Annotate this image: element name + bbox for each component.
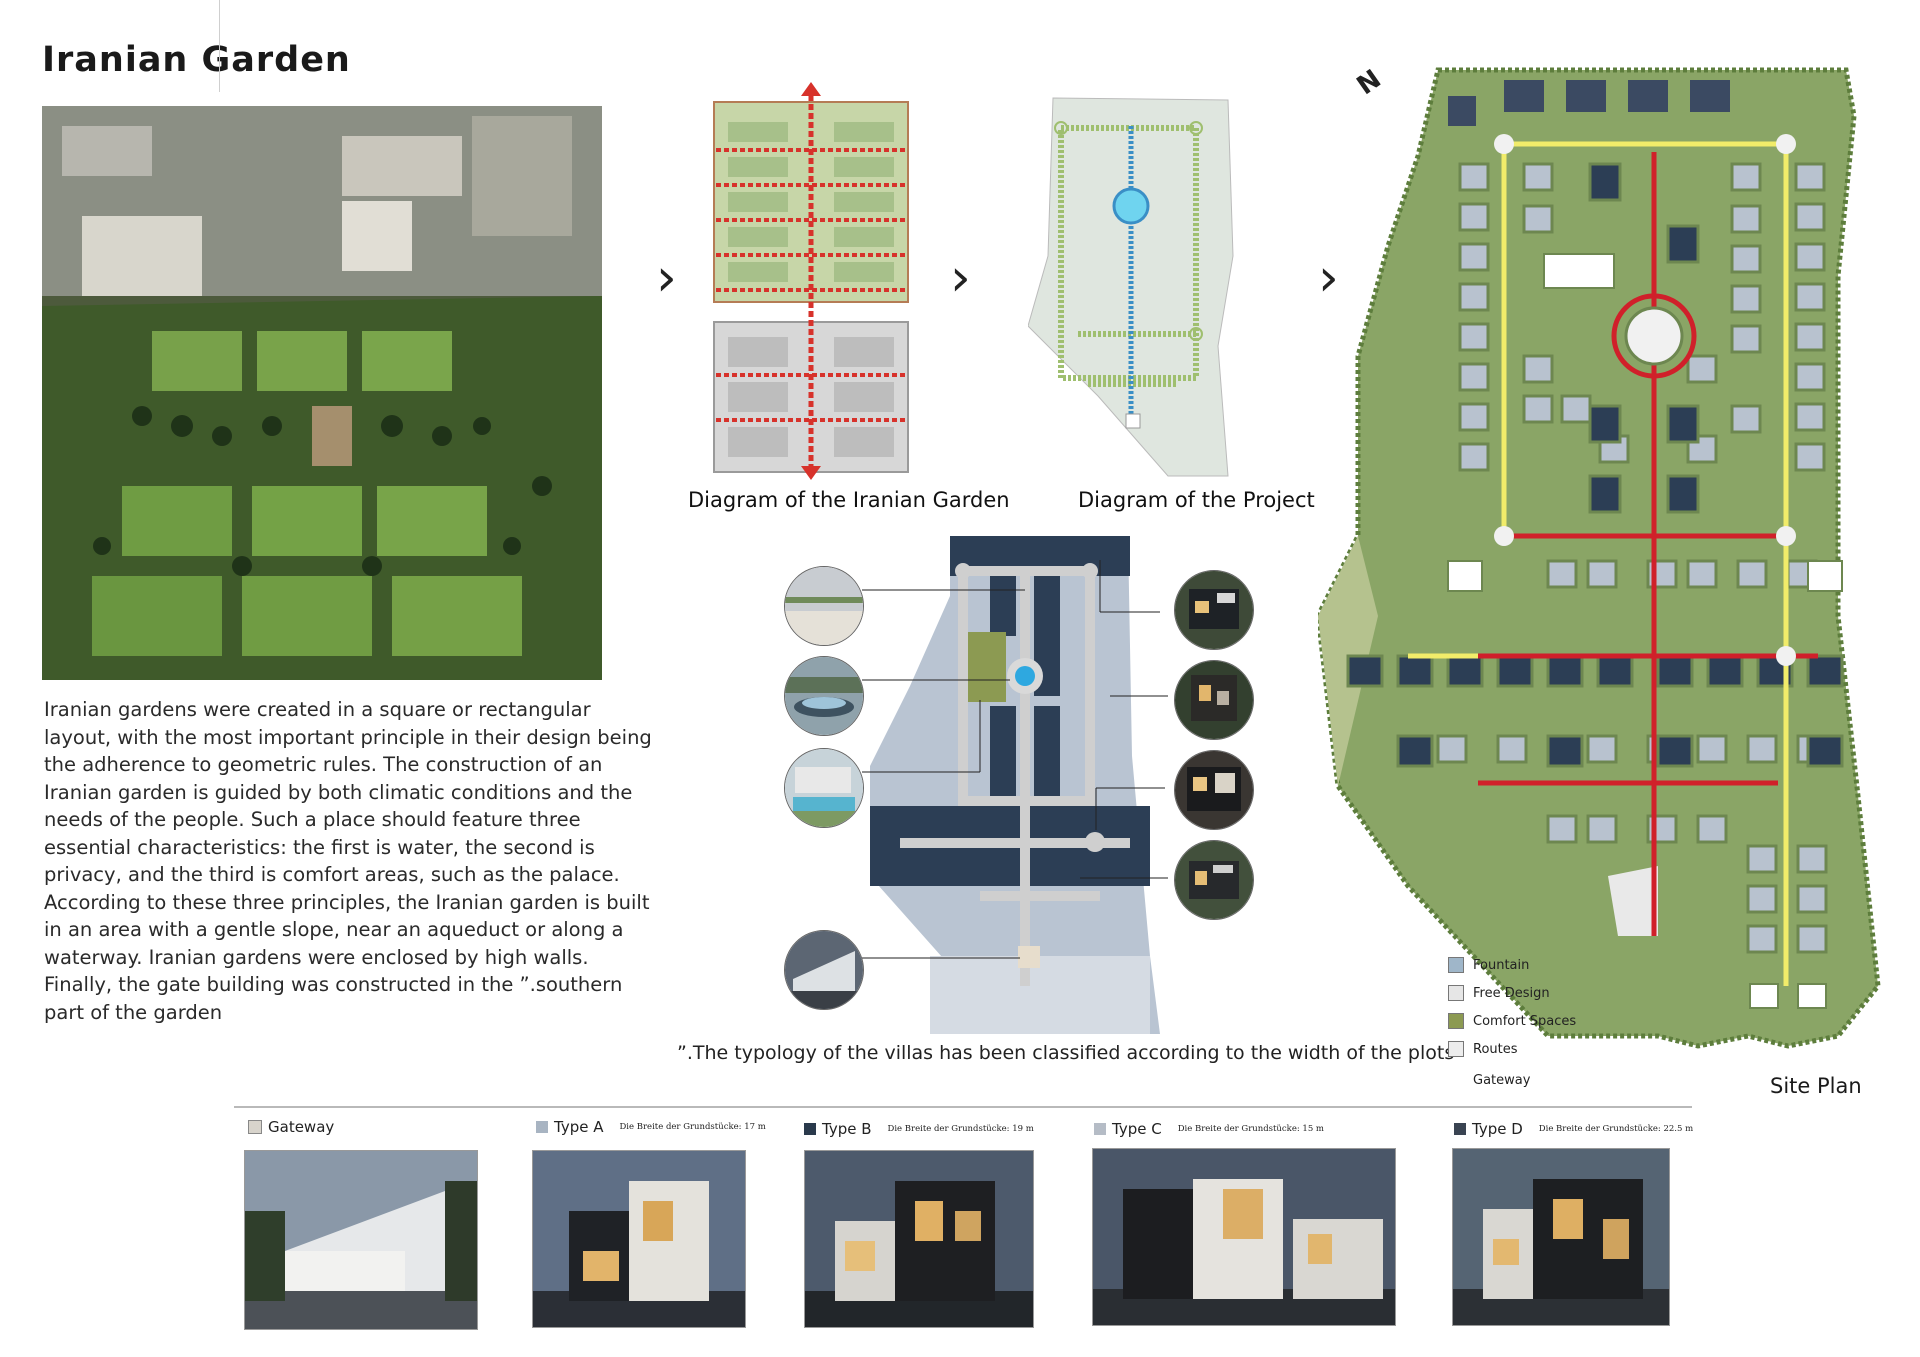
project-diagram-caption: Diagram of the Project	[1078, 488, 1315, 512]
type-swatch	[248, 1120, 262, 1134]
north-arrow-icon: N	[1352, 64, 1387, 101]
section-divider	[234, 1106, 1692, 1108]
chevron-right-icon: ›	[1318, 248, 1339, 308]
legend-label: Routes	[1473, 1041, 1518, 1057]
page-title: Iranian Garden	[42, 40, 351, 80]
legend-item-gateway: Gateway	[1448, 1072, 1576, 1088]
legend-swatch	[1448, 957, 1464, 973]
legend-swatch	[1448, 1041, 1464, 1057]
legend-label: Gateway	[1473, 1072, 1531, 1088]
type-a-thumb-circle	[1174, 570, 1254, 650]
type-name: Gateway	[268, 1118, 335, 1136]
type-name: Type A	[554, 1118, 604, 1136]
fountain-thumb-circle	[784, 656, 864, 736]
iranian-garden-diagram	[708, 82, 914, 480]
type-c-thumb-circle	[1174, 750, 1254, 830]
gateway-render	[244, 1150, 478, 1330]
typology-note: ”.The typology of the villas has been cl…	[677, 1042, 1465, 1064]
typology-plan	[870, 536, 1162, 1034]
chevron-right-icon: ›	[950, 248, 971, 308]
type-label-gateway: Gateway	[248, 1118, 334, 1136]
type-name: Type D	[1472, 1120, 1523, 1138]
aerial-garden-photo	[42, 106, 602, 680]
gate-building-thumb-circle	[784, 930, 864, 1010]
legend-label: Fountain	[1473, 957, 1530, 973]
type-name: Type C	[1112, 1120, 1162, 1138]
type-label-d: Type D Die Breite der Grundstücke: 22.5 …	[1454, 1120, 1693, 1138]
type-width-note: Die Breite der Grundstücke: 17 m	[619, 1122, 766, 1132]
site-plan-label: Site Plan	[1770, 1074, 1862, 1098]
type-swatch	[1454, 1123, 1466, 1135]
chevron-right-icon: ›	[656, 248, 677, 308]
type-label-a: Type A Die Breite der Grundstücke: 17 m	[536, 1118, 766, 1136]
type-width-note: Die Breite der Grundstücke: 15 m	[1177, 1124, 1324, 1134]
type-label-c: Type C Die Breite der Grundstücke: 15 m	[1094, 1120, 1324, 1138]
legend-label: Comfort Spaces	[1473, 1013, 1577, 1029]
legend-label: Free Design	[1473, 985, 1550, 1001]
legend-item-routes: Routes	[1448, 1041, 1576, 1057]
type-swatch	[804, 1123, 816, 1135]
divider-line	[219, 0, 220, 92]
legend-item-comfort-spaces: Comfort Spaces	[1448, 1013, 1576, 1029]
site-plan-legend: Fountain Free Design Comfort Spaces Rout…	[1448, 957, 1576, 1088]
type-d-render	[1452, 1148, 1670, 1326]
description-paragraph: Iranian gardens were created in a square…	[44, 698, 652, 1024]
garden-diagram-caption: Diagram of the Iranian Garden	[688, 488, 1010, 512]
legend-swatch	[1448, 985, 1464, 1001]
type-b-thumb-circle	[1174, 660, 1254, 740]
legend-swatch	[1448, 1072, 1464, 1088]
comfort-thumb-circle	[784, 748, 864, 828]
type-name: Type B	[822, 1120, 872, 1138]
type-swatch	[1094, 1123, 1106, 1135]
gateway-thumb-circle	[784, 566, 864, 646]
legend-swatch	[1448, 1013, 1464, 1029]
site-plan-drawing: N	[1315, 56, 1894, 1056]
legend-item-fountain: Fountain	[1448, 957, 1576, 973]
type-d-thumb-circle	[1174, 840, 1254, 920]
legend-item-free-design: Free Design	[1448, 985, 1576, 1001]
type-swatch	[536, 1121, 548, 1133]
type-b-render	[804, 1150, 1034, 1328]
type-c-render	[1092, 1148, 1396, 1326]
type-label-b: Type B Die Breite der Grundstücke: 19 m	[804, 1120, 1034, 1138]
leader-lines	[862, 560, 1168, 959]
type-width-note: Die Breite der Grundstücke: 19 m	[887, 1124, 1034, 1134]
type-a-render	[532, 1150, 746, 1328]
project-diagram	[1027, 96, 1236, 480]
type-width-note: Die Breite der Grundstücke: 22.5 m	[1538, 1124, 1694, 1134]
